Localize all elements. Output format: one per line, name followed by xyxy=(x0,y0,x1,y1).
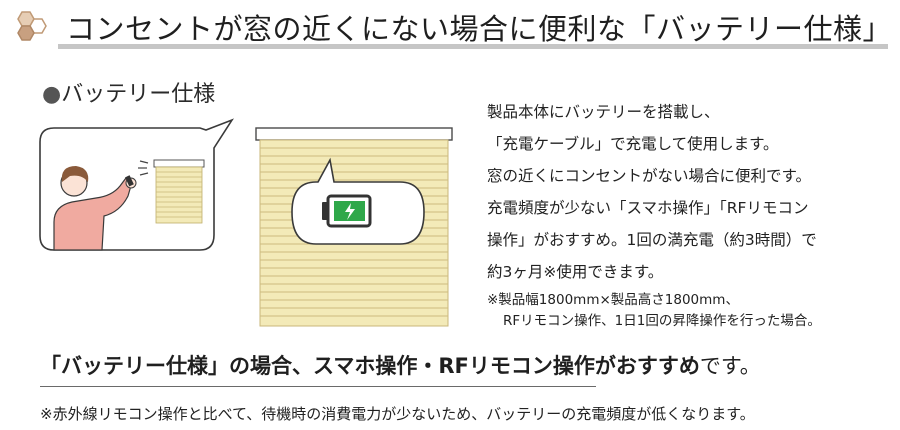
battery-description: 製品本体にバッテリーを搭載し、 「充電ケーブル」で充電して使用します。 窓の近く… xyxy=(487,96,897,332)
recommendation-heading: 「バッテリー仕様」の場合、スマホ操作・RFリモコン操作がおすすめです。 xyxy=(40,350,761,380)
page-title: コンセントが窓の近くにない場合に便利な「バッテリー仕様」 xyxy=(66,12,893,46)
description-line: 操作」がおすすめ。1回の満充電（約3時間）で xyxy=(487,231,817,249)
description-line: 充電頻度が少ない「スマホ操作」「RFリモコン xyxy=(487,199,809,217)
battery-speech-bubble xyxy=(291,157,425,245)
honeycomb-hexagons-icon xyxy=(17,11,47,41)
header-divider xyxy=(58,44,888,49)
battery-blind-illustration xyxy=(39,118,453,327)
description-line: 窓の近くにコンセントがない場合に便利です。 xyxy=(487,167,811,185)
recommendation-underline xyxy=(40,386,596,387)
person-figure xyxy=(53,166,137,251)
small-blind xyxy=(138,159,205,224)
recommendation-heading-bold: 「バッテリー仕様」の場合、スマホ操作・RFリモコン操作がおすすめ xyxy=(40,354,700,378)
person-operating-blind-panel xyxy=(39,118,234,251)
description-note: RFリモコン操作、1日1回の昇降操作を行った場合。 xyxy=(503,313,821,329)
description-line: 約3ヶ月※使用できます。 xyxy=(487,263,664,281)
section-bullet: ● xyxy=(42,82,62,107)
description-line: 「充電ケーブル」で充電して使用します。 xyxy=(487,135,779,153)
footnote: ※赤外線リモコン操作と比べて、待機時の消費電力が少ないため、バッテリーの充電頻度… xyxy=(40,405,755,423)
recommendation-heading-ending: です。 xyxy=(699,354,761,378)
description-line: 製品本体にバッテリーを搭載し、 xyxy=(487,103,720,121)
section-title-text: バッテリー仕様 xyxy=(61,82,216,107)
description-note: ※製品幅1800mm×製品高さ1800mm、 xyxy=(487,292,739,308)
charging-battery-icon xyxy=(322,194,372,228)
section-title: ●バッテリー仕様 xyxy=(42,76,215,108)
